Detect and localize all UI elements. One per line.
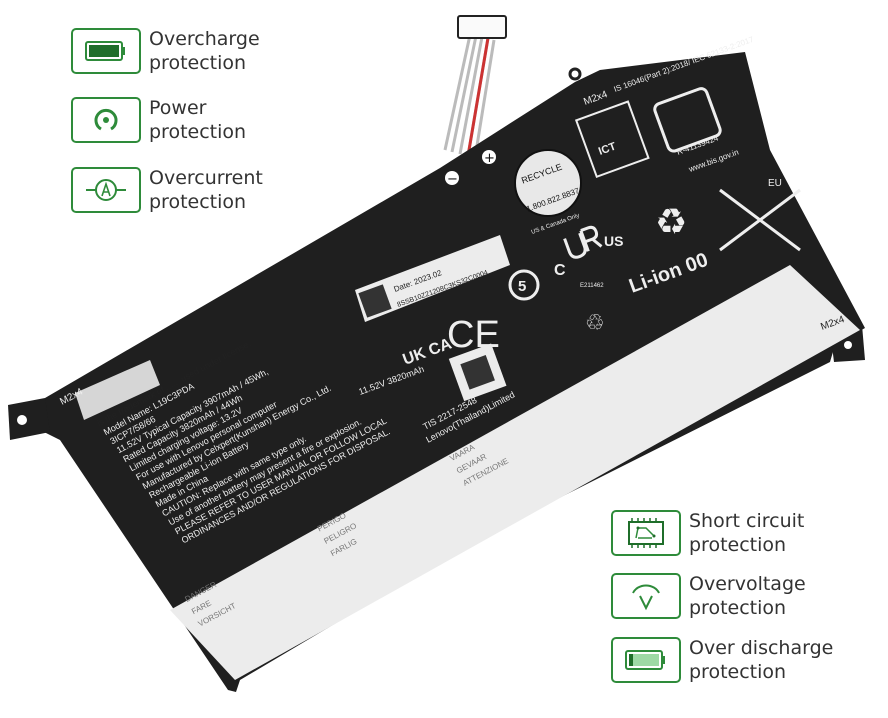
ammeter-icon xyxy=(71,167,141,213)
warning-label xyxy=(170,265,860,680)
voltmeter-icon xyxy=(611,573,681,619)
model-sticker xyxy=(75,360,160,420)
feature-label: protection xyxy=(689,534,787,556)
feature-label: protection xyxy=(149,52,247,74)
ict-mark: ICT xyxy=(597,140,618,157)
battery-body xyxy=(40,52,865,692)
battery-low-icon xyxy=(611,637,681,683)
feature-label: Overcurrent xyxy=(149,167,263,189)
feature-label: Short circuit xyxy=(689,510,805,532)
ul-logo-icon xyxy=(563,225,603,259)
feature-label: protection xyxy=(689,661,787,683)
feature-label: protection xyxy=(149,121,247,143)
battery-connector-cable xyxy=(443,15,507,159)
ul-us: US xyxy=(604,233,623,249)
feature-label: Over discharge xyxy=(689,637,834,659)
circuit-board-icon xyxy=(611,510,681,556)
terminal-plus: + xyxy=(484,151,495,166)
feature-label: Overvoltage xyxy=(689,573,806,595)
weee-bin-icon xyxy=(719,188,801,252)
recycle-seal xyxy=(514,149,582,217)
recycle-arrows-icon: ♻ xyxy=(655,201,687,242)
battery-full-icon xyxy=(71,28,141,74)
ul-c: C xyxy=(554,262,566,279)
terminal-minus: − xyxy=(447,172,458,187)
ul-file: E211462 xyxy=(580,283,604,289)
power-icon xyxy=(71,97,141,143)
cycle-number: 5 xyxy=(518,278,526,295)
feature-label: protection xyxy=(689,597,787,619)
feature-label: Overcharge xyxy=(149,28,260,50)
feature-label: Power xyxy=(149,97,207,119)
battery-recycle-icon: ♲ xyxy=(585,310,605,335)
feature-label: protection xyxy=(149,191,247,213)
eu-mark: EU xyxy=(768,178,782,189)
